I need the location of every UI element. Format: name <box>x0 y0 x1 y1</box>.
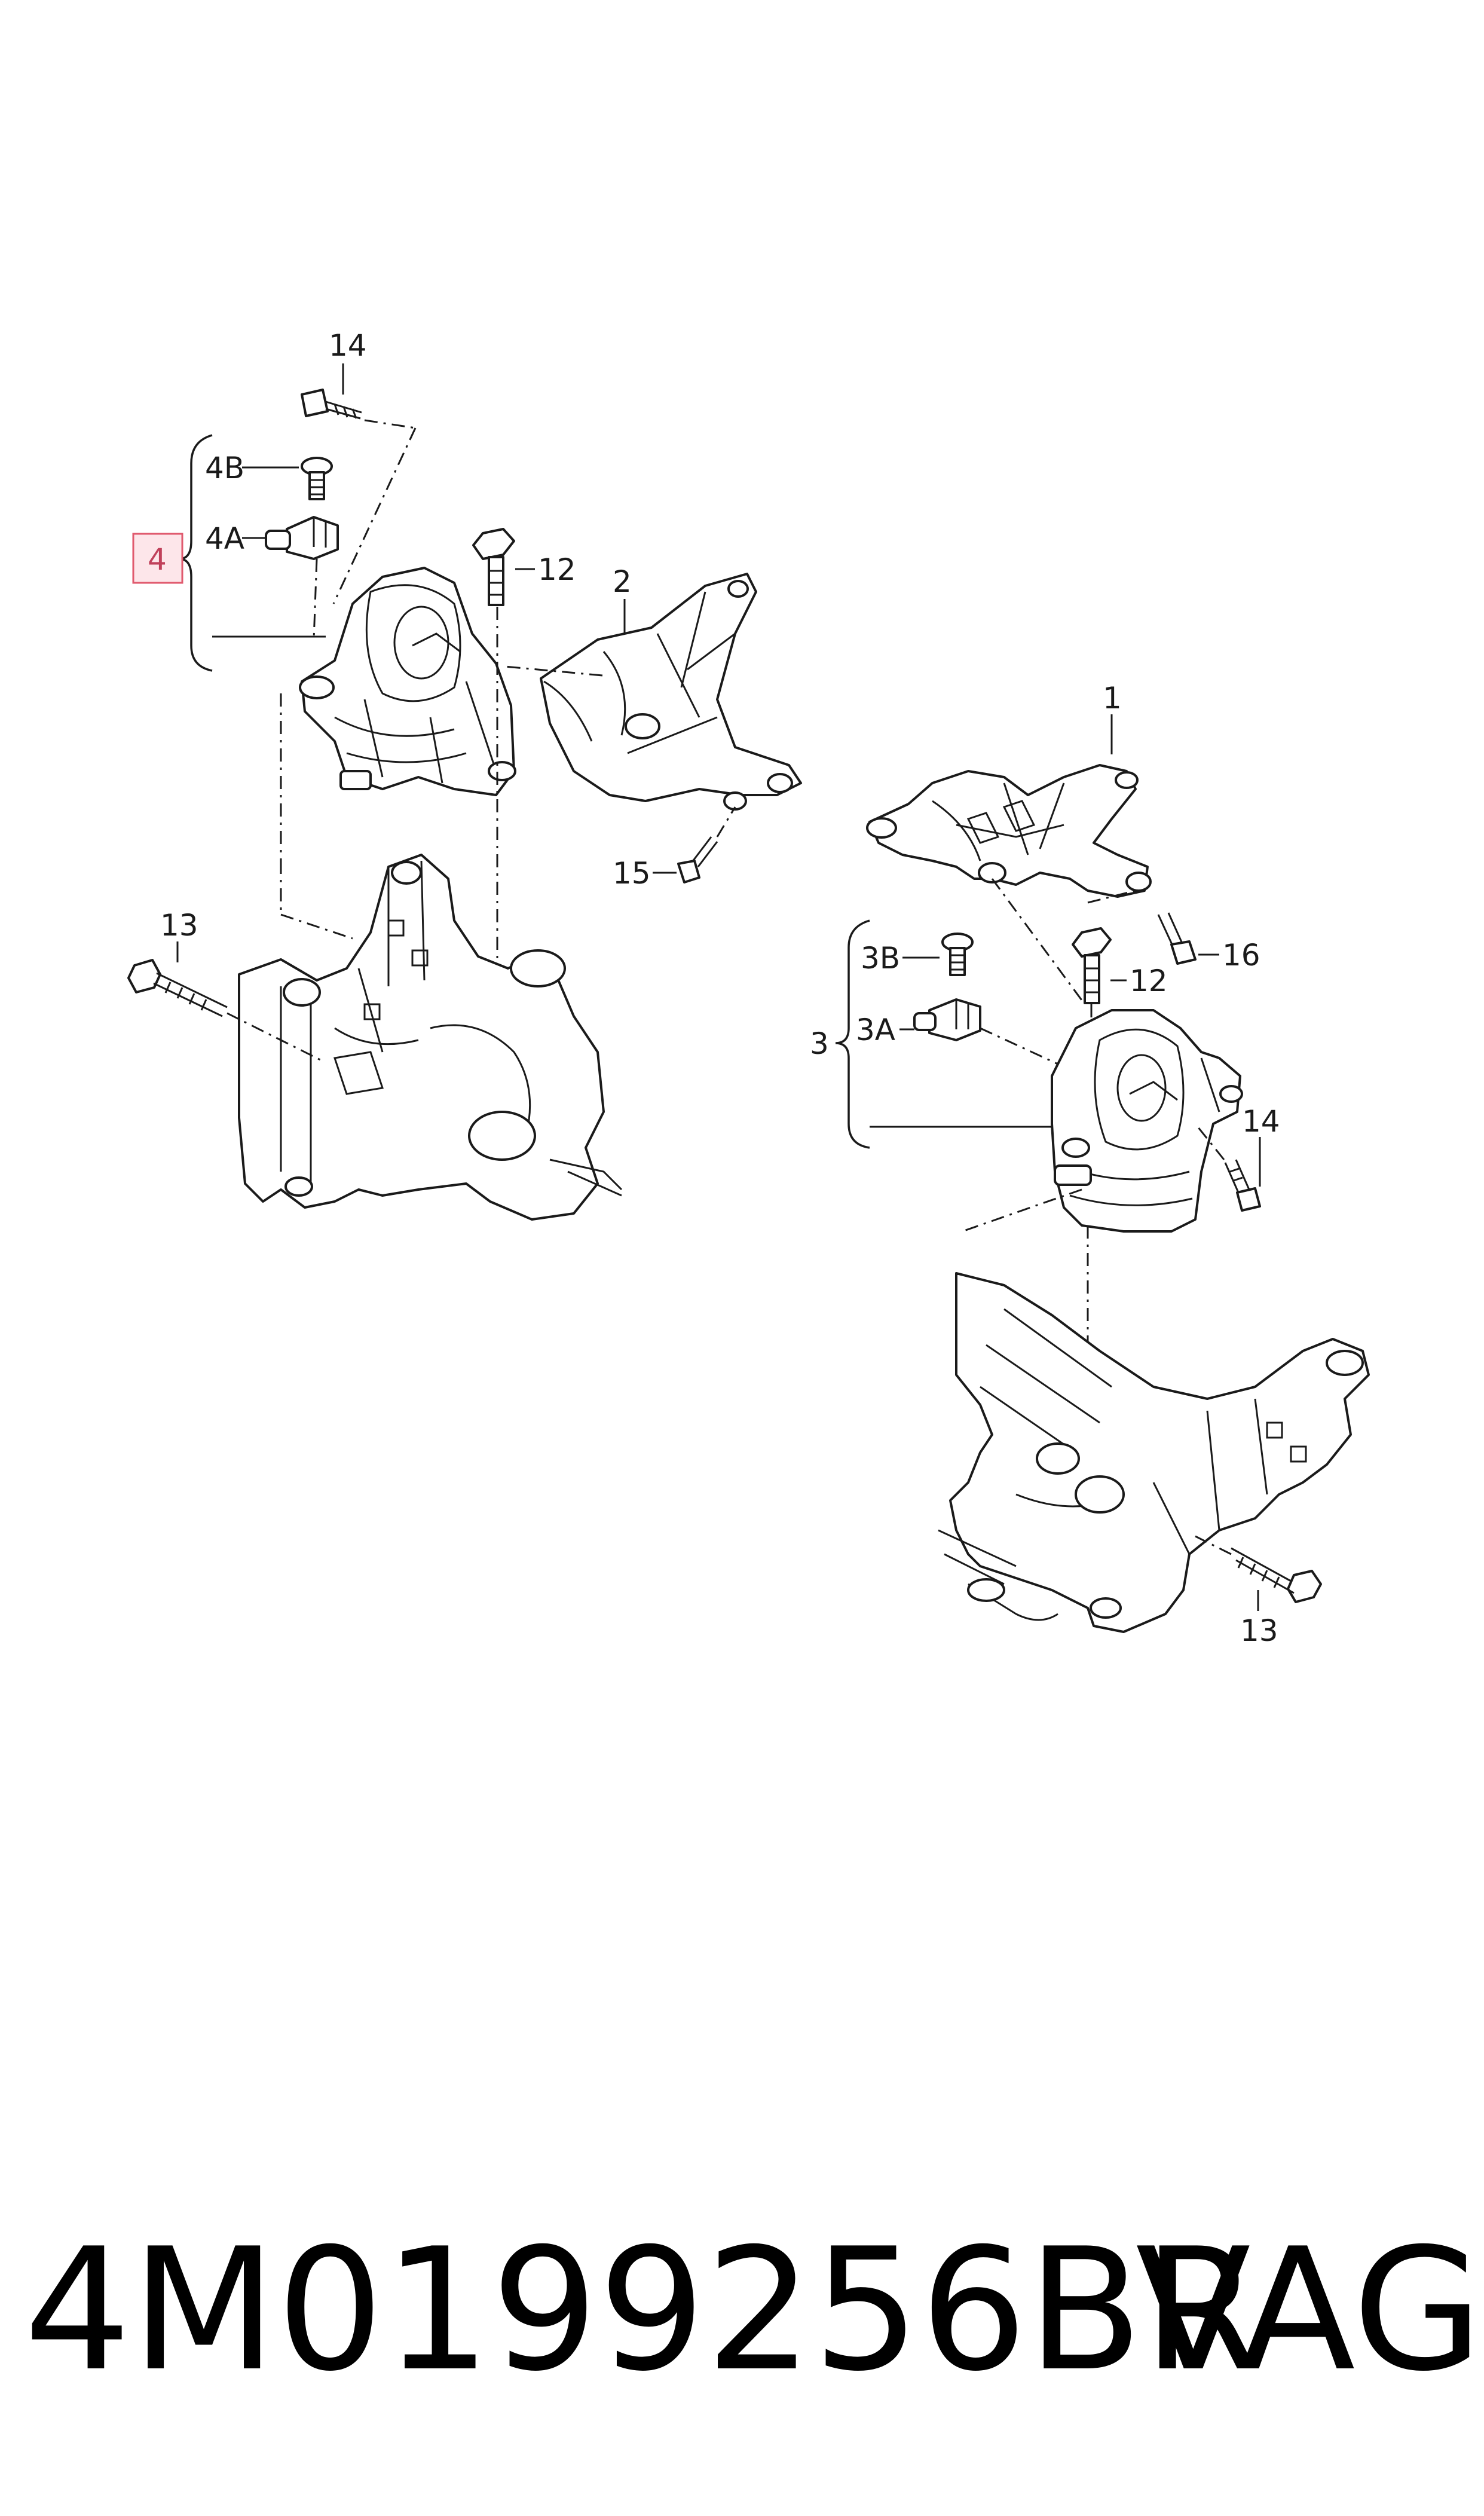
engine-mount-3 <box>1051 1009 1243 1233</box>
sensor-3a <box>913 998 981 1041</box>
callout-16: 16 <box>1222 938 1260 973</box>
bracket-1 <box>866 764 1152 898</box>
callout-4b: 4B <box>205 451 244 485</box>
callout-2: 2 <box>613 564 632 599</box>
part-number: 4M0199256BR <box>24 2212 1260 2408</box>
bolt-4b <box>301 457 333 500</box>
bolt-14-top <box>301 389 362 420</box>
callout-12-right: 12 <box>1130 964 1168 998</box>
bolt-12-left <box>472 528 515 606</box>
callout-1: 1 <box>1103 681 1122 716</box>
callout-13-right: 13 <box>1240 1613 1278 1648</box>
bolt-3b <box>941 933 974 976</box>
callout-3b: 3B <box>861 941 900 976</box>
callout-14-top: 14 <box>329 328 367 363</box>
footer: 4M0199256BR VAG <box>24 2212 1483 2409</box>
callout-4-highlight-box <box>132 533 183 584</box>
callout-4: 4 <box>148 542 167 577</box>
bolt-13-left <box>127 959 228 1017</box>
bolt-12-right <box>1072 927 1112 1004</box>
bolt-15 <box>677 836 718 883</box>
callout-4a: 4A <box>205 521 244 556</box>
brand-name: VAG <box>1136 2212 1483 2408</box>
bolt-13-right <box>1231 1547 1322 1603</box>
subframe-left <box>238 854 623 1221</box>
subframe-right <box>938 1272 1370 1633</box>
callout-13-left: 13 <box>160 908 198 943</box>
callout-3a: 3A <box>856 1013 895 1047</box>
bracket-2 <box>540 573 802 811</box>
callout-14-right: 14 <box>1242 1104 1280 1139</box>
bolt-16 <box>1157 912 1197 965</box>
callout-3: 3 <box>810 1026 829 1061</box>
callout-15: 15 <box>613 856 651 891</box>
sensor-4a <box>265 516 339 560</box>
engine-mount-4 <box>299 567 516 796</box>
bolt-14-right <box>1224 1159 1261 1212</box>
assembly-3-brace <box>835 919 870 1149</box>
callout-12-left: 12 <box>538 552 576 587</box>
